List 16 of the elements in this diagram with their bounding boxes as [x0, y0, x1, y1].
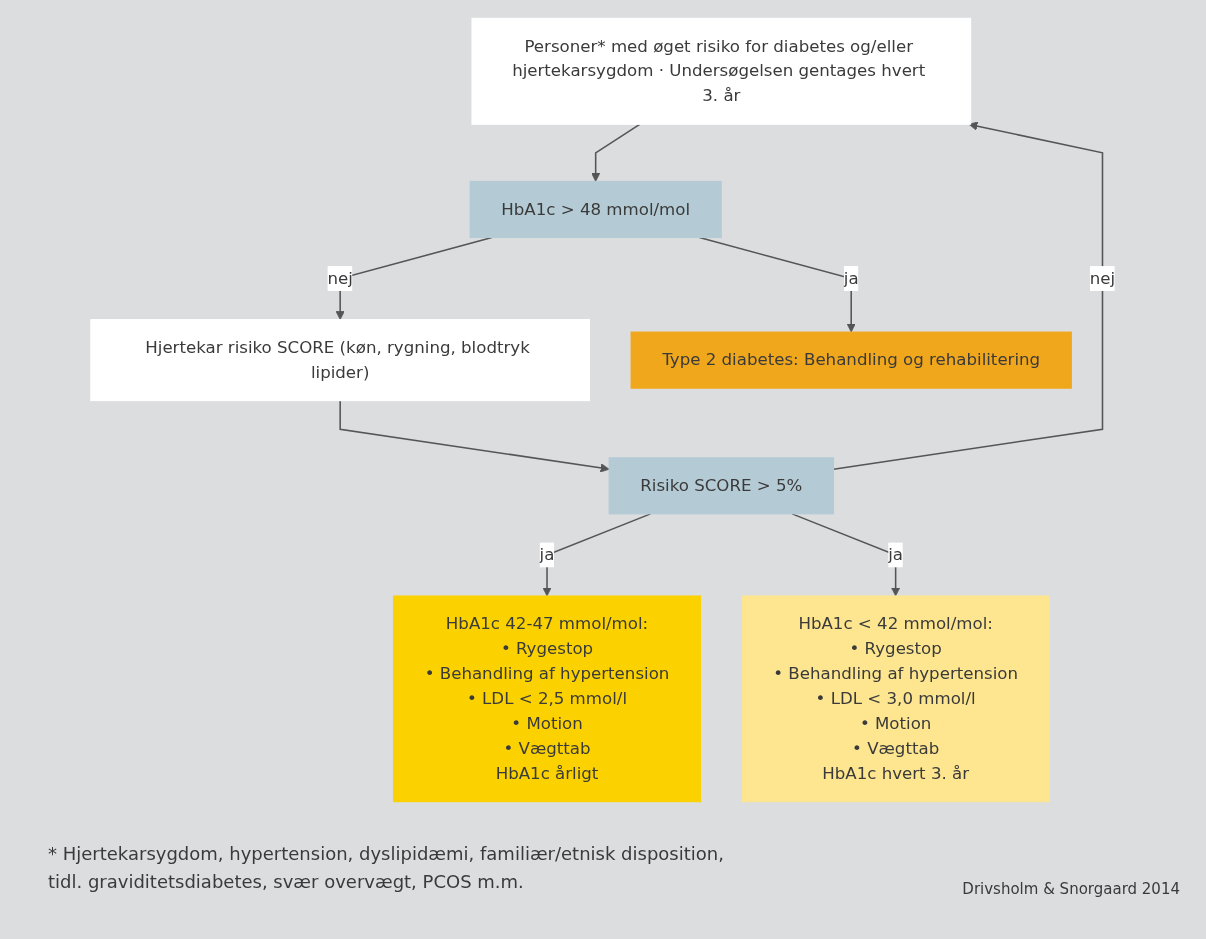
node-box: Hjertekar risiko SCORE (køn, rygning, blodtryk lipider)	[90, 319, 591, 402]
edge-label: ja	[539, 544, 555, 565]
edge-label: nej	[327, 268, 353, 288]
edge-label: ja	[843, 268, 859, 288]
node-box: HbA1c < 42 mmol/mol: • Rygestop • Behandling af hypertension • LDL < 3,0 mmol/l • Motion • Vægttab HbA1c hvert 3. år	[741, 595, 1050, 803]
node-box: HbA1c 42-47 mmol/mol: • Rygestop • Behandling af hypertension • LDL < 2,5 mmol/l • Motion • Vægttab HbA1c årligt	[392, 595, 702, 803]
edge-label: ja	[888, 544, 904, 565]
arrow	[591, 123, 641, 182]
arrow	[339, 399, 610, 473]
edge-label: nej	[1089, 268, 1116, 288]
footnote: * Hjertekarsygdom, hypertension, dyslipidæmi, familiær/etnisk disposition, tidl. graviditetsdiabetes, svær overvægt, PCOS m.m.	[48, 842, 725, 894]
source-note: Drivsholm & Snorgaard 2014	[962, 880, 1180, 898]
node-box: Personer* med øget risiko for diabetes og/eller hjertekarsygdom · Undersøgelsen gentages hvert 3. år	[471, 17, 972, 125]
node-box: HbA1c > 48 mmol/mol	[469, 180, 722, 239]
node-box: Type 2 diabetes: Behandling og rehabilitering	[630, 331, 1072, 389]
node-box: Risiko SCORE > 5%	[608, 457, 835, 515]
